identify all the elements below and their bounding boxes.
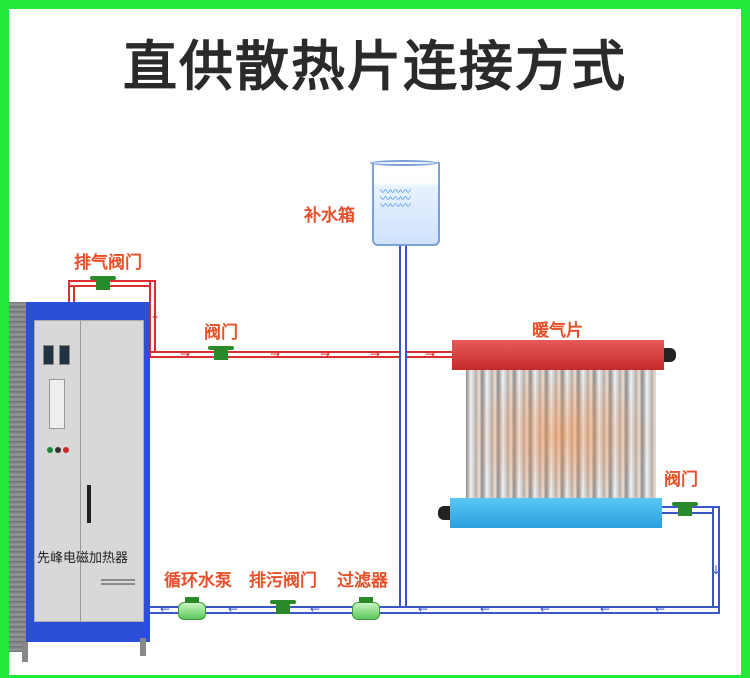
- supply-valve-label: 阀门: [204, 323, 238, 343]
- flow-arrow: ←: [480, 602, 491, 616]
- flow-arrow: ←: [310, 602, 321, 616]
- flow-arrow: →: [370, 347, 381, 361]
- water-wave-icon: 〰〰〰〰〰〰〰〰〰: [380, 185, 411, 212]
- flow-arrow: →: [320, 347, 331, 361]
- tank-feed-pipe: [399, 244, 407, 614]
- radiator-heat-glow: [466, 370, 656, 500]
- red-button[interactable]: [63, 447, 69, 453]
- green-button[interactable]: [47, 447, 53, 453]
- heater-name: 先峰电磁加热器: [37, 551, 129, 566]
- drain-valve-label: 排污阀门: [249, 571, 317, 591]
- water-tank: 〰〰〰〰〰〰〰〰〰: [372, 162, 440, 246]
- flow-arrow: ↓: [711, 563, 722, 577]
- gauge-icon: [59, 345, 70, 365]
- flow-arrow: →: [270, 347, 281, 361]
- heater-nameplate: [101, 579, 135, 587]
- flow-arrow: →: [425, 347, 436, 361]
- exhaust-valve-label: 排气阀门: [74, 253, 142, 273]
- filter[interactable]: [352, 597, 380, 620]
- circulation-pump[interactable]: [178, 597, 206, 620]
- radiator: [438, 340, 676, 530]
- water-tank-label: 补水箱: [304, 206, 355, 226]
- page-title: 直供散热片连接方式: [123, 35, 627, 98]
- return-valve-label: 阀门: [664, 470, 698, 490]
- flow-arrow: ←: [540, 602, 551, 616]
- flow-arrow: ←: [600, 602, 611, 616]
- flow-arrow: ↓: [150, 308, 161, 322]
- hot-supply-pipe: [149, 351, 454, 358]
- heater-leg: [140, 638, 146, 656]
- supply-valve[interactable]: [208, 346, 234, 360]
- radiator-label: 暖气片: [532, 321, 583, 341]
- flow-arrow: ←: [228, 602, 239, 616]
- exhaust-valve[interactable]: [90, 276, 116, 290]
- radiator-bottom-header: [450, 498, 662, 528]
- radiator-top-header: [452, 340, 664, 370]
- drain-valve[interactable]: [270, 600, 296, 614]
- radiator-tubes: [466, 370, 656, 500]
- heater-frame: 先峰电磁加热器: [26, 302, 150, 642]
- heater-doors: 先峰电磁加热器: [34, 320, 144, 622]
- flow-arrow: ←: [418, 602, 429, 616]
- tank-rim: [370, 160, 438, 166]
- flow-arrow: ←: [655, 602, 666, 616]
- radiator-plug: [664, 348, 676, 362]
- circulation-pump-label: 循环水泵: [164, 571, 232, 591]
- return-valve[interactable]: [672, 502, 698, 516]
- return-pipe-right-vertical: [712, 506, 720, 614]
- heater-side-panel: [8, 302, 26, 652]
- filter-label: 过滤器: [337, 571, 388, 591]
- control-display: [49, 379, 65, 429]
- electromagnetic-heater: 先峰电磁加热器: [8, 302, 150, 662]
- black-button[interactable]: [55, 447, 61, 453]
- flow-arrow: →: [180, 347, 191, 361]
- radiator-plug: [438, 506, 450, 520]
- gauge-icon: [43, 345, 54, 365]
- flow-arrow: ←: [160, 602, 171, 616]
- heater-leg: [22, 642, 28, 662]
- door-handle[interactable]: [87, 485, 91, 523]
